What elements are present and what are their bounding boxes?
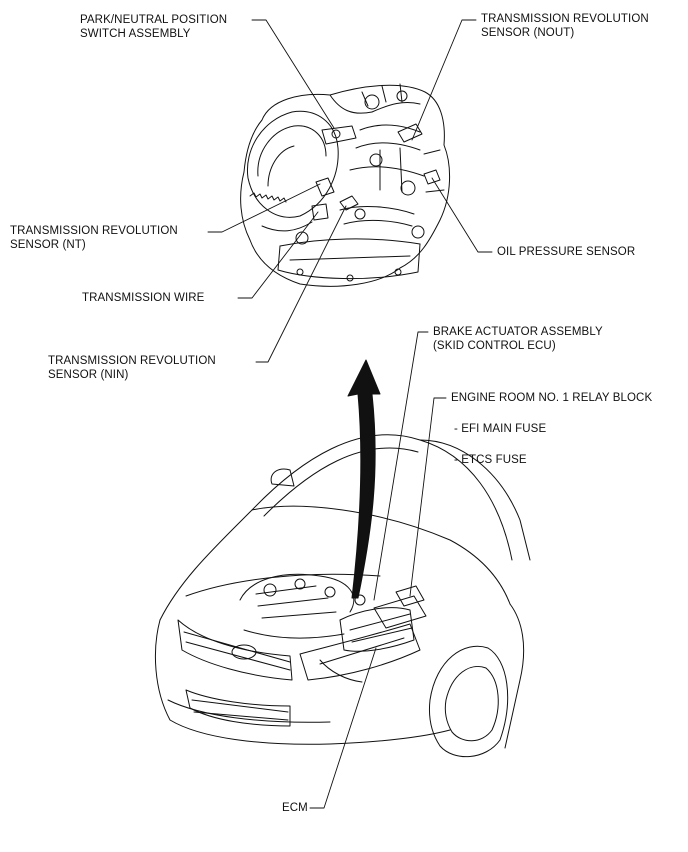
label-efi-main-fuse: - EFI MAIN FUSE <box>454 422 546 436</box>
zoom-arrow <box>347 359 381 599</box>
label-nout-line1: TRANSMISSION REVOLUTION <box>481 13 649 25</box>
label-park-neutral-line1: PARK/NEUTRAL POSITION <box>80 14 228 26</box>
label-ecm-text: ECM <box>282 802 308 814</box>
label-efi-main-fuse-text: - EFI MAIN FUSE <box>454 423 547 435</box>
label-nt-line1: TRANSMISSION REVOLUTION <box>10 225 178 237</box>
label-nin-line1: TRANSMISSION REVOLUTION <box>48 355 216 367</box>
label-etcs-fuse: - ETCS FUSE <box>454 453 527 467</box>
label-park-neutral-switch: PARK/NEUTRAL POSITION SWITCH ASSEMBLY <box>80 13 227 41</box>
label-etcs-fuse-text: - ETCS FUSE <box>454 454 527 466</box>
label-transmission-wire-text: TRANSMISSION WIRE <box>82 292 205 304</box>
label-trans-rev-sensor-nin: TRANSMISSION REVOLUTION SENSOR (NIN) <box>48 354 216 382</box>
transmission-drawing <box>240 83 451 287</box>
label-oil-pressure-text: OIL PRESSURE SENSOR <box>497 246 636 258</box>
label-park-neutral-line2: SWITCH ASSEMBLY <box>80 28 191 40</box>
label-nout-line2: SENSOR (NOUT) <box>481 27 575 39</box>
label-ecm: ECM <box>282 801 308 815</box>
vehicle-front-drawing <box>154 434 531 758</box>
label-transmission-wire: TRANSMISSION WIRE <box>82 291 204 305</box>
label-nt-line2: SENSOR (NT) <box>10 239 86 251</box>
label-brake-actuator-assembly: BRAKE ACTUATOR ASSEMBLY (SKID CONTROL EC… <box>433 325 603 353</box>
leader-lines <box>207 19 493 809</box>
label-relay-block-text: ENGINE ROOM NO. 1 RELAY BLOCK <box>451 392 653 404</box>
label-nin-line2: SENSOR (NIN) <box>48 369 129 381</box>
label-trans-rev-sensor-nout: TRANSMISSION REVOLUTION SENSOR (NOUT) <box>481 12 649 40</box>
label-engine-room-relay-block: ENGINE ROOM NO. 1 RELAY BLOCK <box>451 391 652 405</box>
label-brake-actuator-line2: (SKID CONTROL ECU) <box>433 340 556 352</box>
label-oil-pressure-sensor: OIL PRESSURE SENSOR <box>497 245 635 259</box>
label-trans-rev-sensor-nt: TRANSMISSION REVOLUTION SENSOR (NT) <box>10 224 178 252</box>
label-brake-actuator-line1: BRAKE ACTUATOR ASSEMBLY <box>433 326 603 338</box>
